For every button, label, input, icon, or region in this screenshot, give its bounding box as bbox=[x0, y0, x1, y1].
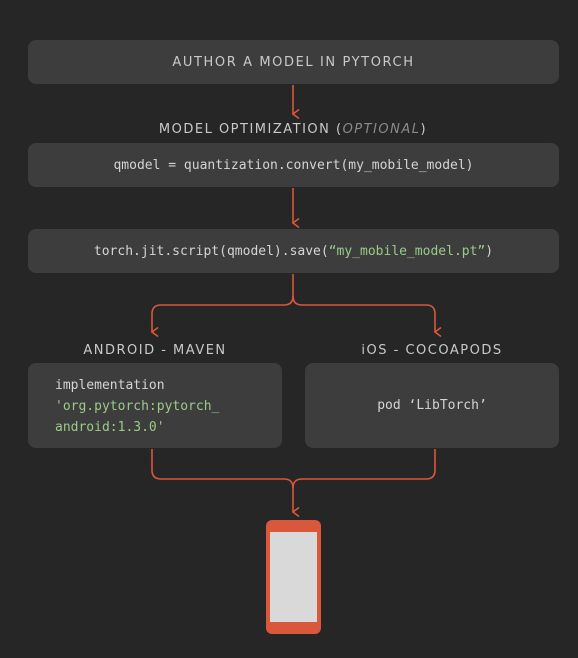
quantization-step: qmodel = quantization.convert(my_mobile_… bbox=[28, 143, 559, 187]
android-code-line-2: 'org.pytorch:pytorch_ bbox=[55, 399, 220, 414]
author-model-label: AUTHOR A MODEL IN PYTORCH bbox=[172, 54, 415, 70]
optional-tag: OPTIONAL bbox=[342, 122, 421, 137]
android-code-line-3: android:1.3.0' bbox=[55, 420, 165, 435]
android-maven-label: ANDROID - MAVEN bbox=[83, 343, 227, 358]
ios-step: pod ‘LibTorch’ bbox=[305, 363, 559, 448]
script-save-filename: “my_mobile_model.pt” bbox=[328, 243, 486, 259]
phone-screen bbox=[270, 532, 317, 622]
author-model-step: AUTHOR A MODEL IN PYTORCH bbox=[28, 40, 559, 84]
ios-cocoapods-label: iOS - COCOAPODS bbox=[361, 343, 503, 358]
script-save-code: torch.jit.script(qmodel).save(“my_mobile… bbox=[93, 243, 494, 259]
optional-paren: ( bbox=[336, 122, 343, 137]
android-step: implementation 'org.pytorch:pytorch_ and… bbox=[28, 363, 282, 448]
model-optimization-label: MODEL OPTIMIZATION (OPTIONAL) bbox=[158, 122, 428, 137]
ios-code: pod ‘LibTorch’ bbox=[377, 398, 487, 413]
quantization-code: qmodel = quantization.convert(my_mobile_… bbox=[113, 157, 474, 173]
script-save-step: torch.jit.script(qmodel).save(“my_mobile… bbox=[28, 229, 559, 273]
arrow-merge-android bbox=[151, 449, 293, 512]
arrow-split-ios bbox=[292, 295, 435, 332]
arrow-merge-ios bbox=[292, 449, 436, 489]
android-code-line-1: implementation bbox=[55, 378, 165, 393]
model-optimization-title: MODEL OPTIMIZATION bbox=[158, 122, 331, 137]
arrow-split-android bbox=[152, 274, 294, 332]
mobile-phone-icon bbox=[266, 520, 321, 634]
